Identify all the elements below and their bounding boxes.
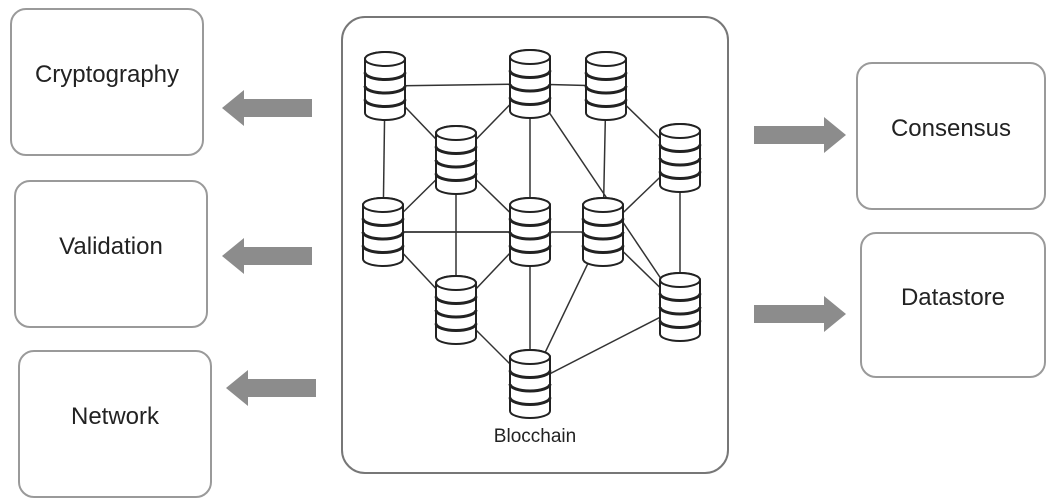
database-icon: [508, 197, 552, 267]
validation-box: Validation: [14, 180, 208, 328]
arrow-left-icon: [222, 238, 312, 274]
arrow-right-icon: [754, 117, 846, 153]
datastore-box: Datastore: [860, 232, 1046, 378]
arrow-right-icon: [754, 296, 846, 332]
network-box: Network: [18, 350, 212, 498]
network-link: [384, 83, 531, 87]
network-link: [529, 83, 681, 308]
blockchain-container: [341, 16, 729, 474]
database-icon: [584, 51, 628, 121]
network-label: Network: [70, 403, 160, 430]
database-icon: [508, 349, 552, 419]
consensus-label: Consensus: [890, 115, 1012, 142]
database-icon: [581, 197, 625, 267]
database-icon: [508, 49, 552, 119]
arrow-left-icon: [222, 90, 312, 126]
database-icon: [363, 51, 407, 121]
consensus-box: Consensus: [856, 62, 1046, 210]
validation-label: Validation: [59, 233, 163, 260]
database-icon: [658, 272, 702, 342]
database-icon: [434, 125, 478, 195]
blockchain-caption: Blocchain: [493, 426, 577, 447]
datastore-label: Datastore: [900, 284, 1006, 311]
cryptography-box: Cryptography: [10, 8, 204, 156]
network-link: [529, 306, 681, 385]
cryptography-label: Cryptography: [34, 61, 180, 88]
database-icon: [434, 275, 478, 345]
database-icon: [361, 197, 405, 267]
arrow-left-icon: [226, 370, 316, 406]
database-icon: [658, 123, 702, 193]
